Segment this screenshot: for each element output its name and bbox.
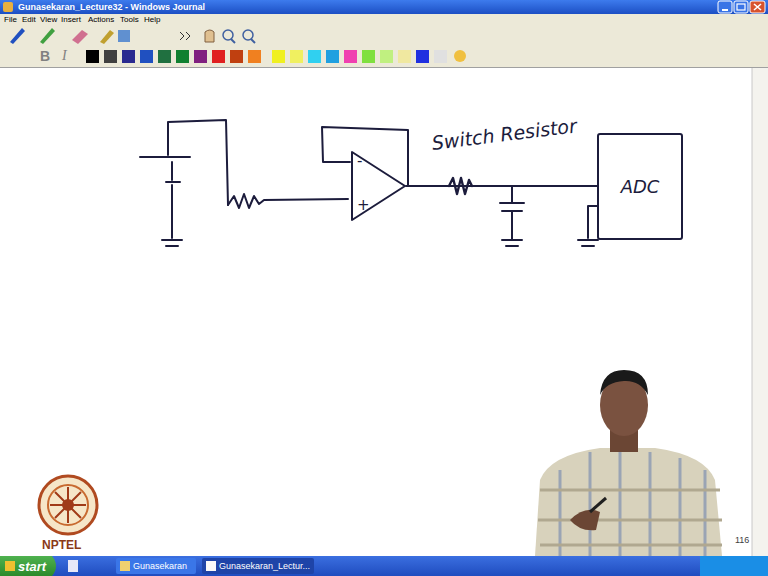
battery-plate <box>140 156 190 158</box>
close-button <box>750 1 765 13</box>
windows-flag <box>5 561 15 571</box>
logo-text: NPTEL <box>42 539 81 551</box>
system-tray <box>700 556 768 576</box>
start-label: start <box>18 560 46 573</box>
menu-item: Edit <box>22 16 36 24</box>
menu-item: File <box>4 16 17 24</box>
color-swatches <box>86 50 466 63</box>
capacitor-symbol <box>500 186 524 240</box>
bold-button: B <box>40 49 50 63</box>
adc-box: ADC <box>597 133 683 240</box>
menu-item: Insert <box>61 16 81 24</box>
feedback-wire <box>322 127 408 186</box>
presenter-figure <box>535 370 722 556</box>
adc-ground-wire <box>588 206 597 238</box>
scroll-strip <box>752 68 768 556</box>
start-button <box>0 556 56 576</box>
app-icon <box>3 2 13 12</box>
wire <box>168 120 228 205</box>
window-title: Gunasekaran_Lecture32 - Windows Journal <box>18 3 205 12</box>
ground-symbol <box>502 240 522 246</box>
handwritten-label: Switch Resistor <box>431 116 578 153</box>
task-label: Gunasekaran_Lectur... <box>219 562 310 571</box>
maximize-button <box>734 1 748 13</box>
quick-launch-icon <box>68 560 78 572</box>
menu-item: View <box>40 16 57 24</box>
menu-item: Actions <box>88 16 114 24</box>
minimize-button <box>718 1 732 13</box>
battery-symbol <box>166 162 180 238</box>
resistor-symbol <box>228 194 348 208</box>
box-label: ADC <box>621 176 660 197</box>
ground-symbol <box>162 240 182 246</box>
opamp-triangle: -+ <box>350 150 408 222</box>
page-number: 116 <box>735 536 749 545</box>
pen-tools <box>10 28 255 44</box>
ground-symbol <box>578 240 598 246</box>
menu-item: Tools <box>120 16 139 24</box>
menu-item: Help <box>144 16 160 24</box>
title-bar <box>0 0 768 14</box>
task-button <box>202 558 314 574</box>
italic-button: I <box>62 49 67 63</box>
nptel-logo <box>39 476 97 534</box>
task-button <box>116 558 196 574</box>
opamp-terminal-sign: + <box>357 198 370 213</box>
opamp-terminal-sign: - <box>357 154 362 169</box>
toolbar-area <box>0 14 768 68</box>
taskbar <box>0 556 768 576</box>
task-label: Gunasekaran <box>133 562 187 571</box>
wire-connector <box>406 185 597 187</box>
